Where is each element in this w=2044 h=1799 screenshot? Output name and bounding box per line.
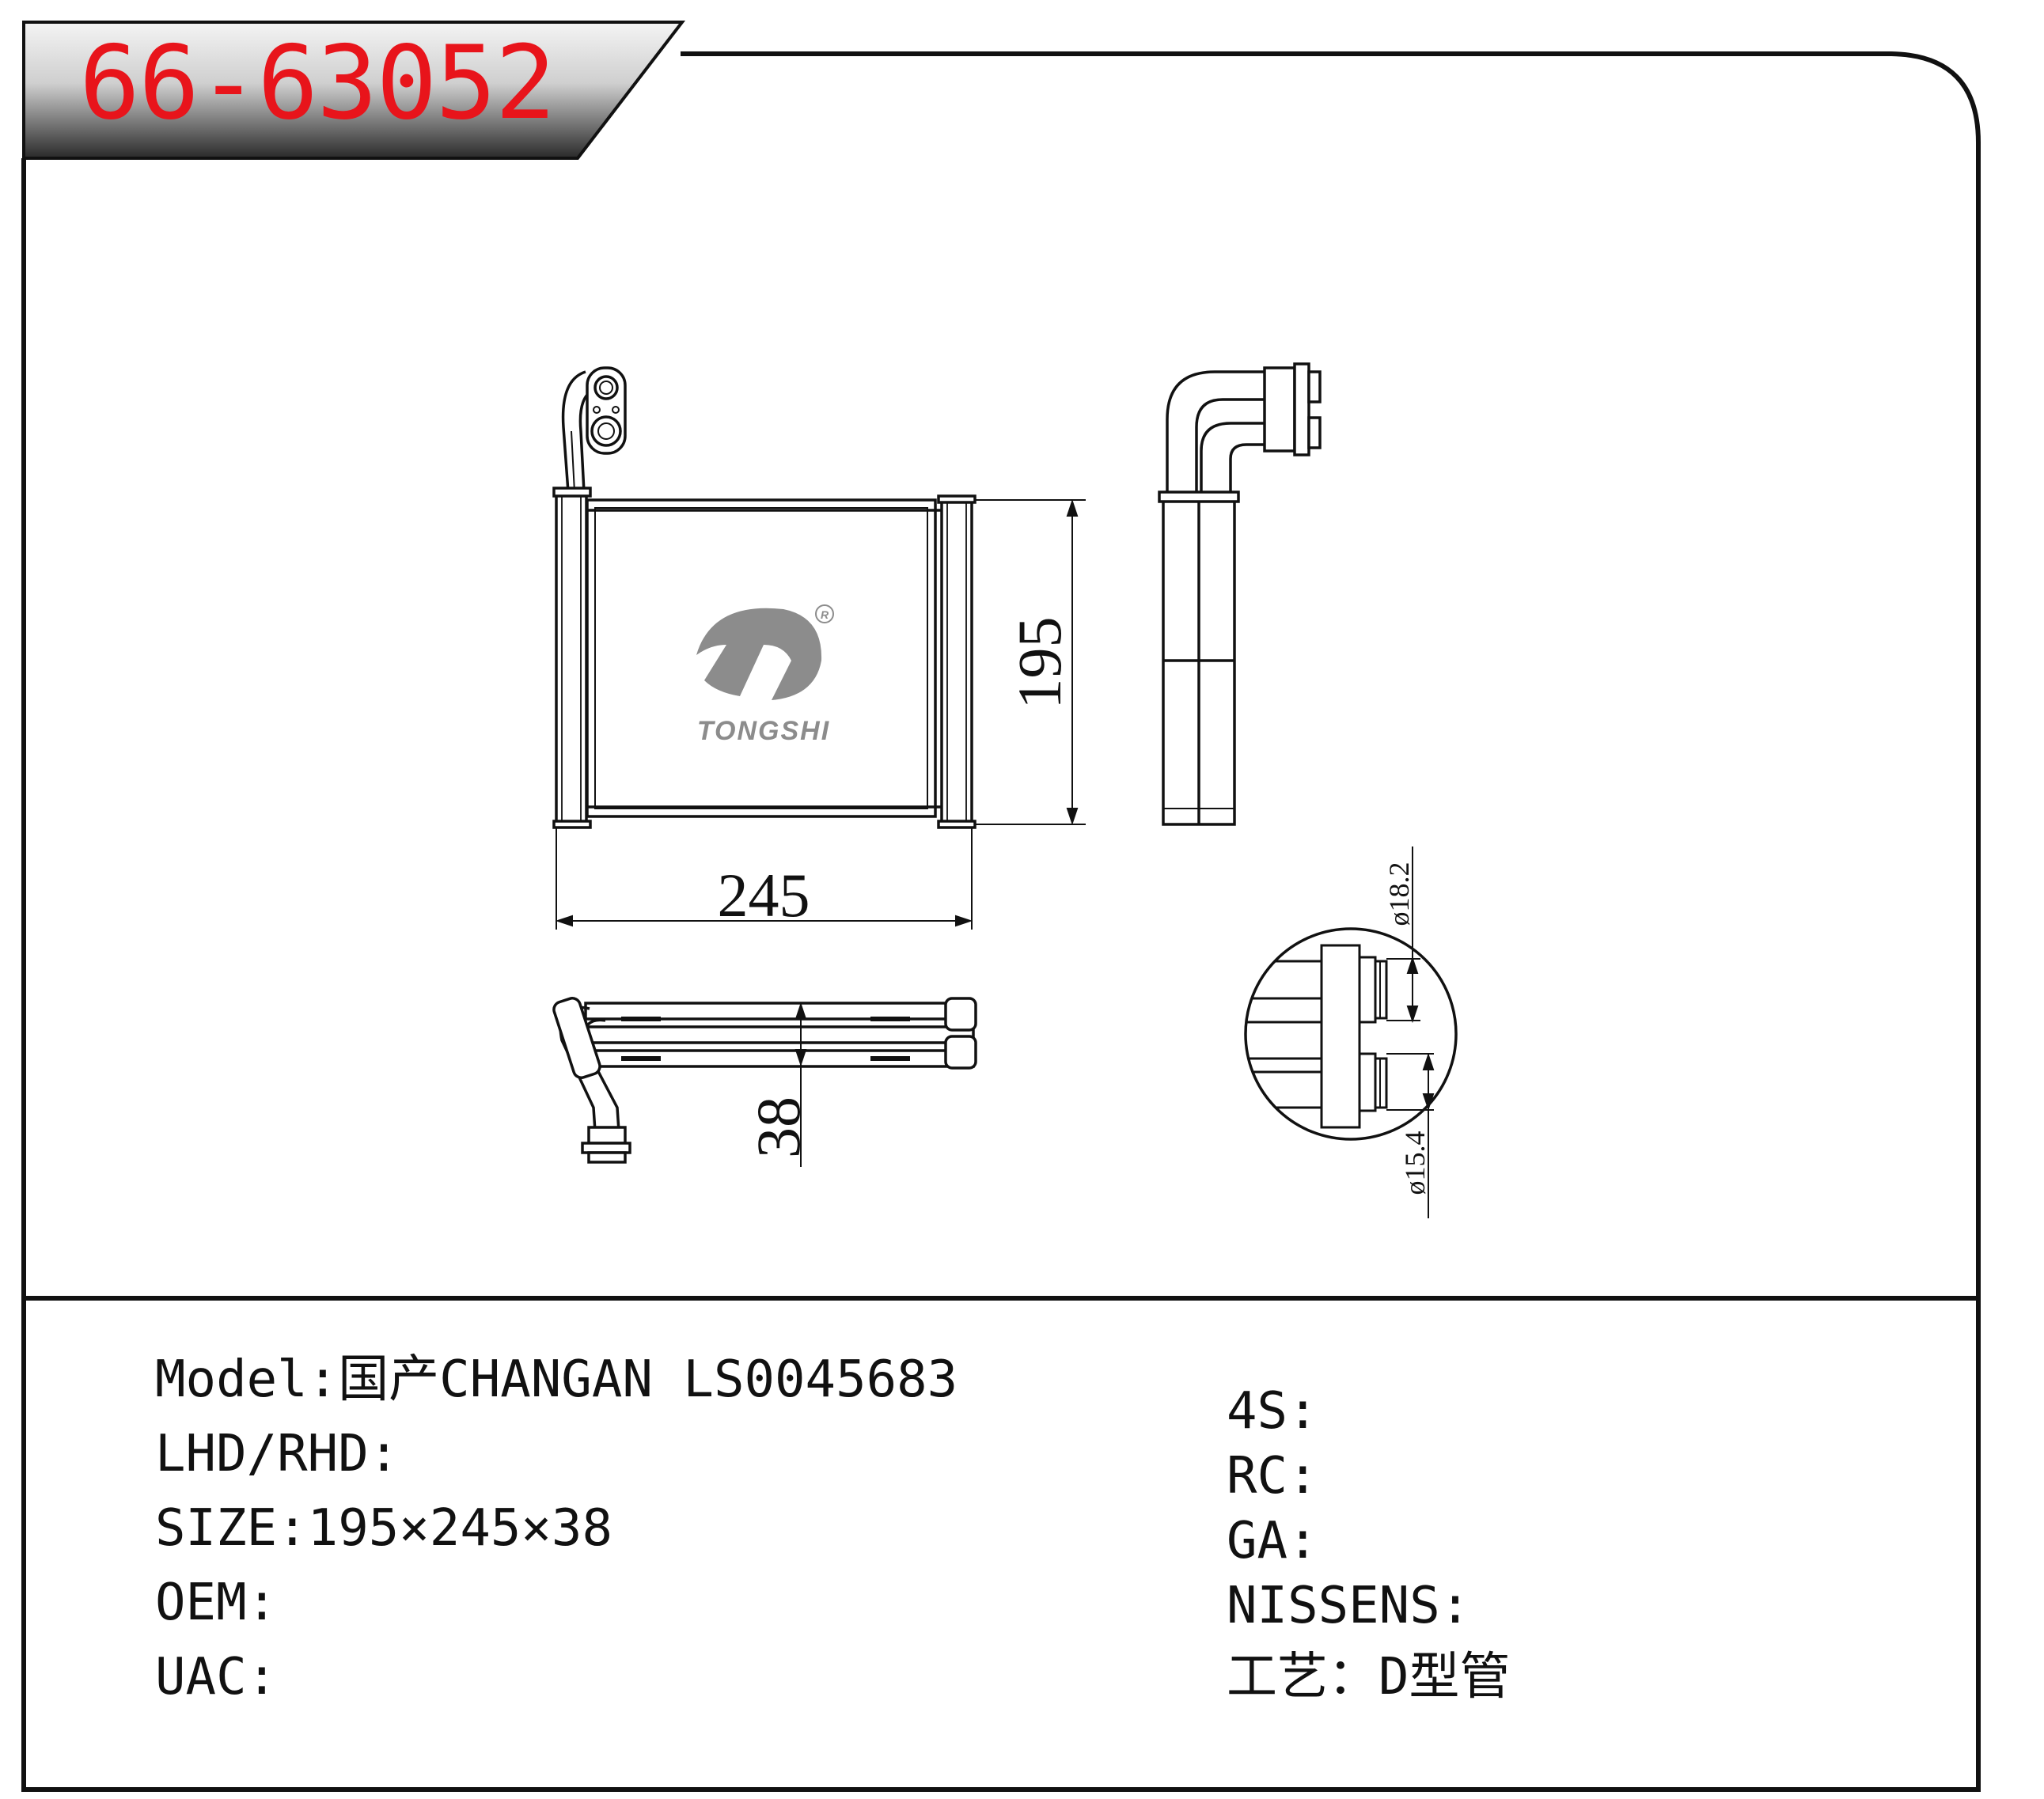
dimension-pipe-large-label: ø18.2 xyxy=(1383,862,1415,926)
spec-oem: OEM: xyxy=(155,1577,277,1628)
spec-uac-label: UAC xyxy=(155,1648,247,1706)
spec-ga: GA: xyxy=(1227,1516,1318,1566)
spec-uac-sep: : xyxy=(246,1648,278,1706)
spec-model-sep: : xyxy=(307,1350,339,1409)
registered-mark: R xyxy=(821,608,829,621)
spec-size-sep: : xyxy=(277,1499,308,1558)
spec-4s-label: 4S xyxy=(1227,1382,1288,1441)
spec-4s: 4S: xyxy=(1227,1386,1318,1437)
spec-size-value: 195×245×38 xyxy=(307,1499,612,1558)
spec-size-label: SIZE xyxy=(155,1499,278,1558)
outer-frame xyxy=(21,51,1981,1792)
spec-process: 工艺：D型管 xyxy=(1227,1652,1511,1702)
spec-model: Model:国产CHANGAN LS0045683 xyxy=(155,1354,958,1405)
side-view xyxy=(1158,362,1322,826)
front-view xyxy=(552,366,976,829)
spec-nissens: NISSENS: xyxy=(1227,1581,1470,1631)
spec-size: SIZE:195×245×38 xyxy=(155,1503,612,1554)
spec-4s-sep: : xyxy=(1287,1382,1318,1441)
dimension-pipe-small xyxy=(1386,1052,1435,1218)
spec-process-label: 工艺 xyxy=(1227,1648,1328,1706)
spec-nissens-sep: : xyxy=(1439,1577,1471,1635)
dimension-depth xyxy=(794,1002,807,1167)
spec-model-label: Model xyxy=(155,1350,308,1409)
spec-rc-label: RC xyxy=(1227,1447,1288,1505)
dimension-width xyxy=(555,828,973,930)
spec-rc-sep: : xyxy=(1287,1447,1318,1505)
part-number: 66-63052 xyxy=(79,25,556,142)
spec-model-value: 国产CHANGAN LS0045683 xyxy=(338,1350,958,1409)
detail-view xyxy=(1244,927,1458,1141)
dimension-depth-label: 38 xyxy=(744,1096,813,1158)
spec-nissens-label: NISSENS xyxy=(1227,1577,1440,1635)
spec-oem-sep: : xyxy=(246,1574,278,1632)
dimension-pipe-small-label: ø15.4 xyxy=(1399,1131,1431,1195)
header-tab xyxy=(22,21,686,160)
spec-lhd-rhd-sep: : xyxy=(368,1425,400,1483)
dimension-pipe-large xyxy=(1386,846,1420,1024)
spec-lhd-rhd: LHD/RHD: xyxy=(155,1429,399,1479)
logo-text: TONGSHI xyxy=(697,716,830,746)
dimension-height xyxy=(975,498,1086,826)
spec-ga-sep: : xyxy=(1287,1512,1318,1570)
spec-process-value: D型管 xyxy=(1378,1648,1511,1706)
dimension-height-label: 195 xyxy=(1005,617,1074,710)
spec-rc: RC: xyxy=(1227,1451,1318,1502)
spec-uac: UAC: xyxy=(155,1652,277,1702)
spec-lhd-rhd-label: LHD/RHD xyxy=(155,1425,369,1483)
spec-ga-label: GA xyxy=(1227,1512,1288,1570)
dimension-width-label: 245 xyxy=(718,861,810,930)
top-view xyxy=(552,997,977,1164)
spec-process-sep: ： xyxy=(1328,1648,1378,1706)
tongshi-logo: R TONGSHI xyxy=(696,604,834,746)
logo-mark xyxy=(696,608,822,700)
spec-oem-label: OEM xyxy=(155,1574,247,1632)
